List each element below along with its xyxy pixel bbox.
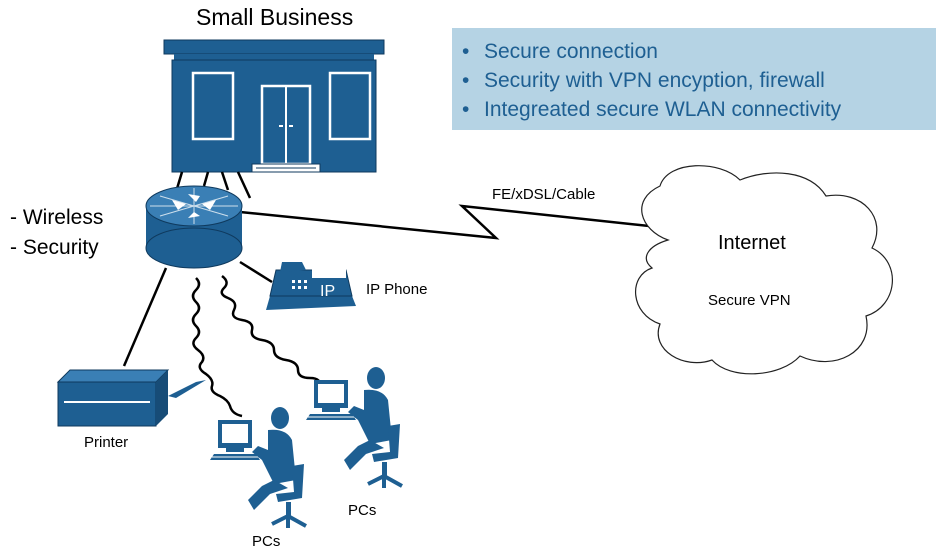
ip-phone-icon: IP: [266, 262, 356, 310]
feature-item: Integreated secure WLAN connectivity: [462, 95, 936, 124]
wireless-link-right: [220, 275, 331, 400]
phone-link: [239, 260, 273, 284]
feature-item: Security with VPN encyption, firewall: [462, 66, 936, 95]
cloud-subtitle: Secure VPN: [708, 292, 791, 309]
diagram-title: Small Business: [196, 4, 354, 30]
feature-item: Secure connection: [462, 37, 936, 66]
printer-icon: [56, 369, 206, 427]
router-note-security: - Security: [10, 236, 99, 259]
pcs-label-left: PCs: [252, 533, 281, 550]
ip-phone-label: IP Phone: [366, 281, 428, 298]
wan-link-label: FE/xDSL/Cable: [492, 186, 596, 203]
features-box: Secure connection Security with VPN ency…: [452, 28, 936, 130]
internet-cloud-icon: [635, 165, 893, 375]
printer-link: [122, 267, 168, 367]
wan-link: [239, 204, 669, 240]
router-note-wireless: - Wireless: [10, 206, 104, 229]
pcs-label-right: PCs: [348, 502, 377, 519]
cloud-title: Internet: [718, 232, 786, 254]
building-icon: [163, 39, 385, 173]
features-list: Secure connection Security with VPN ency…: [462, 37, 936, 124]
printer-label: Printer: [84, 434, 129, 451]
pc-user-icon-right: [304, 365, 404, 490]
phone-badge: IP: [320, 283, 335, 300]
pc-user-icon-left: [208, 405, 308, 530]
router-icon: [145, 185, 243, 269]
wireless-link-left: [191, 277, 243, 418]
